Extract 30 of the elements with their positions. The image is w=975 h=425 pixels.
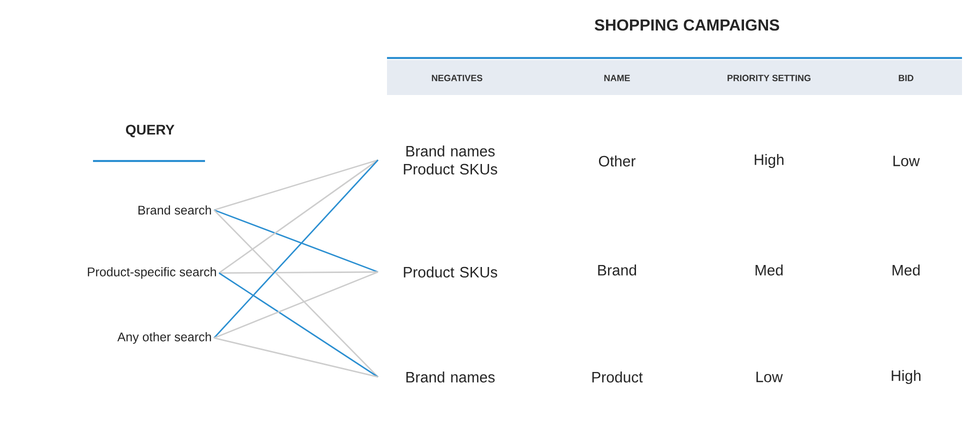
table-cell: Med bbox=[892, 264, 920, 276]
query-label: Any other search bbox=[117, 332, 211, 344]
connector-line bbox=[218, 159, 378, 274]
table-cell: High bbox=[754, 154, 784, 168]
table-cell: High bbox=[892, 370, 920, 384]
column-header: NAME bbox=[604, 74, 630, 82]
connector-line bbox=[214, 337, 378, 378]
query-label: Product-specific search bbox=[88, 267, 216, 279]
connector-line bbox=[214, 160, 379, 338]
table-cell: Low bbox=[893, 156, 920, 166]
connector-line bbox=[218, 272, 378, 378]
table-cell: Other bbox=[598, 156, 636, 166]
connector-line bbox=[214, 210, 378, 378]
title: SHOPPING CAMPAIGNS bbox=[594, 19, 780, 31]
negatives-label: Brand names Product SKUs bbox=[404, 146, 498, 174]
column-header: PRIORITY SETTING bbox=[728, 74, 810, 82]
table-cell: Med bbox=[756, 264, 783, 276]
table-cell: Brand bbox=[598, 264, 636, 276]
connector-line bbox=[214, 271, 378, 339]
query-label: Brand search bbox=[138, 205, 211, 215]
negatives-label: Brand names bbox=[406, 371, 495, 382]
connector-line bbox=[214, 159, 378, 211]
column-header: NEGATIVES bbox=[432, 74, 482, 82]
connector-line bbox=[214, 209, 378, 273]
heading: QUERY bbox=[126, 124, 174, 138]
connector-line bbox=[219, 271, 378, 274]
table-cell: Low bbox=[756, 372, 783, 382]
column-header: BID bbox=[898, 74, 914, 82]
table-cell: Product bbox=[592, 371, 643, 382]
negatives-label: Product SKUs bbox=[404, 266, 498, 278]
